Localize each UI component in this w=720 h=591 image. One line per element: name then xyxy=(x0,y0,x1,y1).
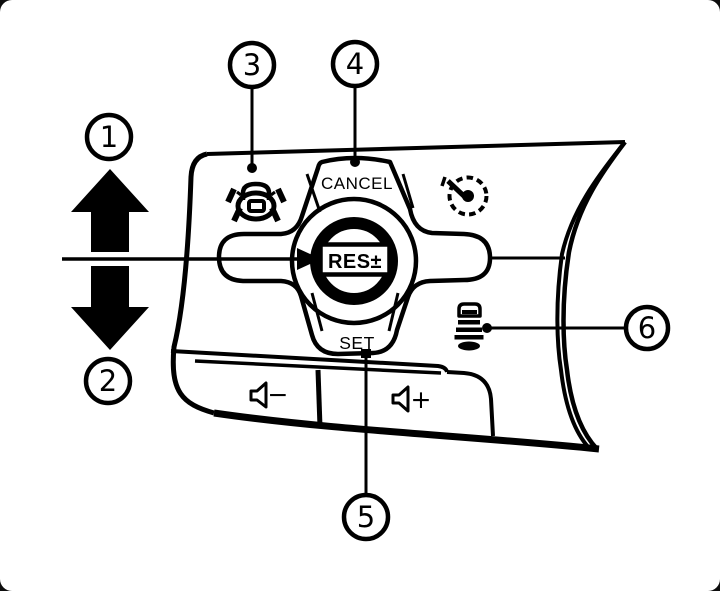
volume-band-right-end xyxy=(446,370,495,437)
switch-panel-outline xyxy=(170,140,627,453)
callout-6: 6 xyxy=(482,304,671,352)
callout-5-number: 5 xyxy=(357,500,375,534)
res-pointer-arrow xyxy=(62,248,321,270)
callout-4: 4 xyxy=(330,39,380,167)
following-distance-icon xyxy=(454,302,484,351)
callout-5: 5 xyxy=(341,349,391,542)
set-bevel-right xyxy=(387,292,400,332)
callout-2: 2 xyxy=(83,356,133,406)
panel-left-edge xyxy=(170,151,215,416)
switch-cluster: RES± CANCEL SET xyxy=(216,155,565,357)
cluster-outline xyxy=(216,155,493,357)
cancel-bevel-left xyxy=(305,173,322,213)
volume-band-top-line xyxy=(170,349,449,373)
speaker-icon xyxy=(249,381,268,409)
resume-button: RES± xyxy=(318,242,392,277)
volume-up-label: + xyxy=(411,385,432,414)
volume-button-divider xyxy=(315,369,323,428)
speed-limiter-gauge-icon xyxy=(440,175,489,217)
lane-assist-icon xyxy=(225,181,287,223)
volume-down-label: − xyxy=(268,380,289,409)
callout-1: 1 xyxy=(84,112,134,162)
speaker-icon xyxy=(391,385,410,413)
down-arrow xyxy=(71,266,149,350)
set-button-label: SET xyxy=(339,333,375,353)
rim-outer-curve xyxy=(561,140,627,451)
callout-1-number: 1 xyxy=(100,120,118,154)
cancel-bevel-right xyxy=(401,173,415,209)
panel-top-edge xyxy=(206,140,626,156)
panel-bottom-edge xyxy=(213,409,600,453)
dial-outer-circle xyxy=(289,196,419,326)
callout-2-number: 2 xyxy=(99,364,117,398)
callout-3: 3 xyxy=(227,40,277,173)
rim-inner-curve xyxy=(555,145,623,452)
up-arrow xyxy=(71,169,149,252)
callout-3-number: 3 xyxy=(243,48,261,82)
volume-up-button: + xyxy=(391,385,432,414)
volume-band-ridge-line xyxy=(194,359,442,375)
resume-button-frame xyxy=(318,242,392,277)
volume-down-button: − xyxy=(249,380,289,409)
cancel-button-label: CANCEL xyxy=(321,174,393,193)
callout-4-number: 4 xyxy=(346,47,364,81)
resume-button-label: RES± xyxy=(328,251,382,273)
callout-6-number: 6 xyxy=(638,311,656,345)
